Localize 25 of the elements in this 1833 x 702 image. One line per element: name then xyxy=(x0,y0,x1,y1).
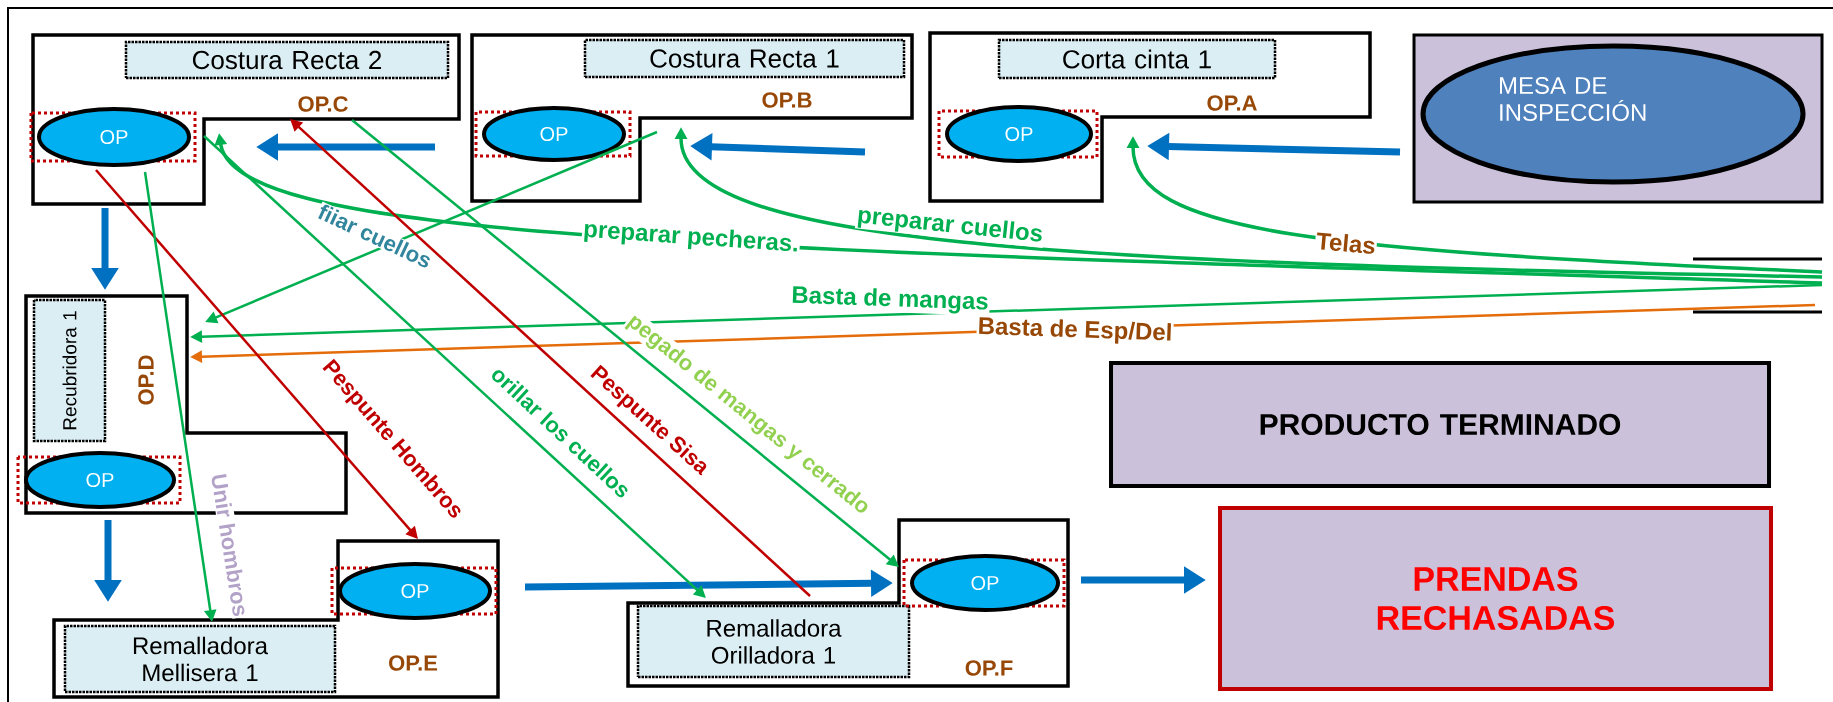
edge-label: preparar pecheras. xyxy=(581,218,801,258)
arrow xyxy=(95,169,418,539)
station-code: OP.D xyxy=(138,355,154,405)
result-box: PRENDAS RECHASADAS xyxy=(1218,506,1773,691)
machine-label: Remalladora Mellisera 1 xyxy=(63,624,337,694)
station-code: OP.E xyxy=(389,655,438,671)
station-code: OP.F xyxy=(965,660,1013,676)
edge-label: preparar cuellos xyxy=(854,204,1046,248)
storage-symbol xyxy=(1693,257,1822,314)
arrow xyxy=(203,135,706,598)
machine-label: Recubridora 1 xyxy=(32,298,107,443)
edge-label: Basta de mangas xyxy=(789,284,991,316)
edge-label: Unir hombros xyxy=(209,471,251,619)
machine-label: Corta cinta 1 xyxy=(997,38,1277,80)
edge-label: Basta de Esp/Del xyxy=(976,315,1174,347)
machine-label: Costura Recta 2 xyxy=(124,40,450,80)
arrow xyxy=(351,119,899,567)
machine-label: Costura Recta 1 xyxy=(583,38,906,79)
station-code: OP.C xyxy=(298,96,348,112)
station-code: OP.A xyxy=(1207,95,1257,111)
station-code: OP.B xyxy=(762,92,812,108)
edge-label: Telas xyxy=(1314,230,1378,256)
machine-label: Remalladora Orilladora 1 xyxy=(636,604,911,679)
arrow xyxy=(290,119,811,597)
result-box: PRODUCTO TERMINADO xyxy=(1109,361,1771,488)
